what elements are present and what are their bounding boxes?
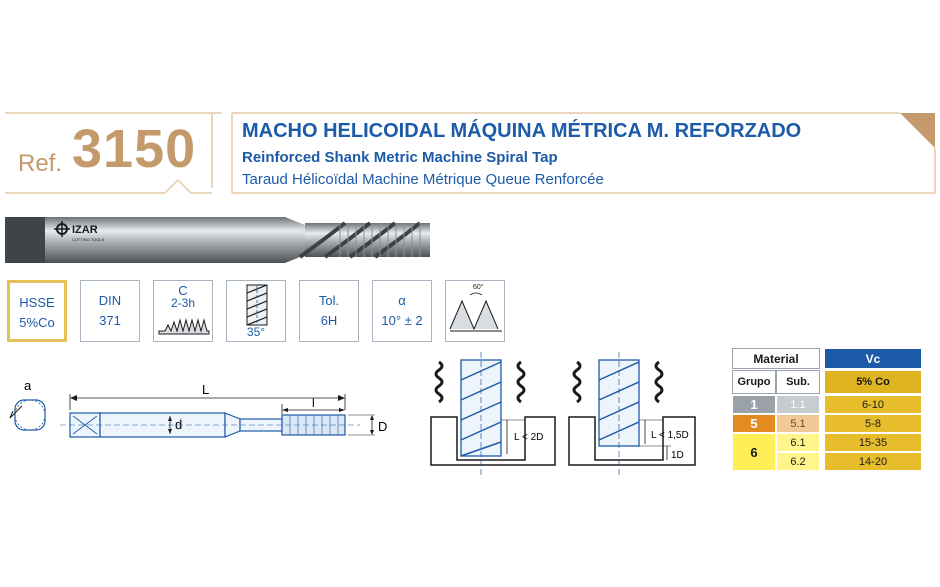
title-spanish: MACHO HELICOIDAL MÁQUINA MÉTRICA M. REFO… [242,120,802,142]
header-vc: Vc [824,348,922,369]
title-french: Taraud Hélicoïdal Machine Métrique Queue… [242,171,604,188]
title-english: Reinforced Shank Metric Machine Spiral T… [242,149,558,166]
spec-material: HSSE 5%Co [7,280,67,342]
tap-dimension-drawing: a L l d D [9,378,387,438]
chamfer-thread-icon [158,318,210,335]
table-row-vc-6-2: 14-20 [824,452,922,471]
table-row-sub-6-1: 6.1 [776,433,820,452]
table-row-vc-5-1: 5-8 [824,414,922,433]
spec-helix-angle-value: 35° [246,325,266,339]
spec-chamfer-line2: 2-3h [170,296,196,310]
spiral-flute-icon [246,284,268,326]
blind-hole-diagram-2d: L < 2D [430,352,556,477]
dim-label-L: L [202,382,209,397]
spec-standard-line2: 371 [99,313,121,328]
header-material: Material [732,348,820,369]
header-sub: Sub. [776,370,820,394]
table-row-vc-1-1: 6-10 [824,395,922,414]
spec-standard: DIN 371 [80,280,140,342]
table-row-sub-5-1: 5.1 [776,414,820,433]
spec-tolerance-line2: 6H [320,313,338,328]
table-row-group-6: 6 [732,433,776,471]
izar-logo-icon [54,221,70,237]
dim-label-l: l [312,396,315,410]
hole2-depth-label: L < 1,5D [651,430,689,441]
brand-tagline: CUTTING TOOLS [72,237,105,242]
table-row-sub-6-2: 6.2 [776,452,820,471]
brand-name: IZAR [72,224,98,236]
spec-tolerance: Tol. 6H [299,280,359,342]
hole2-sub-label: 1D [671,450,684,461]
spec-rake-angle-line1: α [398,293,406,308]
header-frame [5,112,936,194]
table-row-group-5: 5 [732,414,776,433]
ref-label: Ref. [18,150,63,177]
spec-helix-angle: 35° [226,280,286,342]
dim-label-D: D [378,419,387,434]
dim-label-a: a [24,378,32,393]
spec-standard-line1: DIN [98,293,122,308]
spec-chamfer: C 2-3h [153,280,213,342]
spec-thread-profile-angle: 60° [473,284,484,291]
blind-hole-diagram-1-5d: L < 1,5D 1D [568,352,696,477]
header-vc-5co: 5% Co [824,370,922,394]
spec-material-line2: 5%Co [19,315,55,330]
table-row-vc-6-1: 15-35 [824,433,922,452]
ref-number: 3150 [72,119,197,179]
spec-material-line1: HSSE [19,295,55,310]
dim-label-d: d [175,417,182,432]
hole1-depth-label: L < 2D [514,432,543,443]
spec-rake-angle-line2: 10° ± 2 [381,313,423,328]
spec-rake-angle: α 10° ± 2 [372,280,432,342]
spec-thread-profile: 60° [445,280,505,342]
tap-product-image: IZAR CUTTING TOOLS [5,217,430,263]
table-row-sub-1-1: 1.1 [776,395,820,414]
thread-profile-icon [449,292,502,332]
header-grupo: Grupo [732,370,776,394]
spec-tolerance-line1: Tol. [318,293,340,308]
table-row-group-1: 1 [732,395,776,414]
spec-chamfer-line1: C [178,283,188,298]
